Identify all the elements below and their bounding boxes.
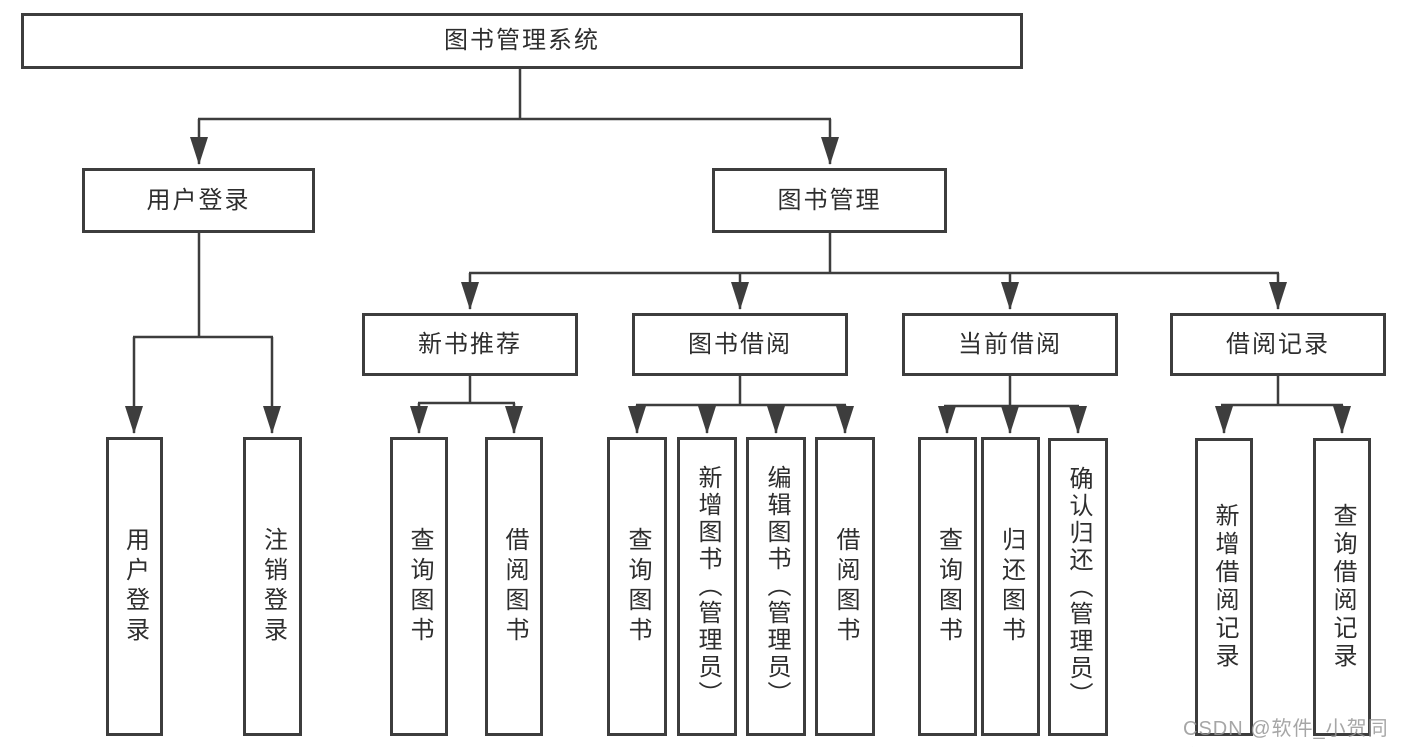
node-user-login-branch: 用户登录 (82, 168, 315, 233)
leaf-recommend-query-book: 查询图书 (390, 437, 448, 736)
node-borrow-record: 借阅记录 (1170, 313, 1386, 376)
node-current-borrow: 当前借阅 (902, 313, 1118, 376)
csdn-watermark: CSDN @软件_小贺同学 (1183, 718, 1389, 740)
leaf-borrow-query-book: 查询图书 (607, 437, 667, 736)
leaf-user-login: 用户登录 (106, 437, 163, 736)
node-root-system: 图书管理系统 (21, 13, 1023, 69)
node-new-book-recommend: 新书推荐 (362, 313, 578, 376)
leaf-current-query-book: 查询图书 (918, 437, 977, 736)
leaf-borrow-book: 借阅图书 (815, 437, 875, 736)
leaf-edit-book-admin: 编辑图书（管理员） (746, 437, 806, 736)
node-book-management-branch: 图书管理 (712, 168, 947, 233)
leaf-return-book: 归还图书 (981, 437, 1040, 736)
node-book-borrow: 图书借阅 (632, 313, 848, 376)
leaf-logout: 注销登录 (243, 437, 302, 736)
leaf-query-borrow-record: 查询借阅记录 (1313, 438, 1371, 736)
leaf-confirm-return-admin: 确认归还（管理员） (1048, 438, 1108, 736)
leaf-add-book-admin: 新增图书（管理员） (677, 437, 737, 736)
leaf-recommend-borrow-book: 借阅图书 (485, 437, 543, 736)
leaf-add-borrow-record: 新增借阅记录 (1195, 438, 1253, 736)
